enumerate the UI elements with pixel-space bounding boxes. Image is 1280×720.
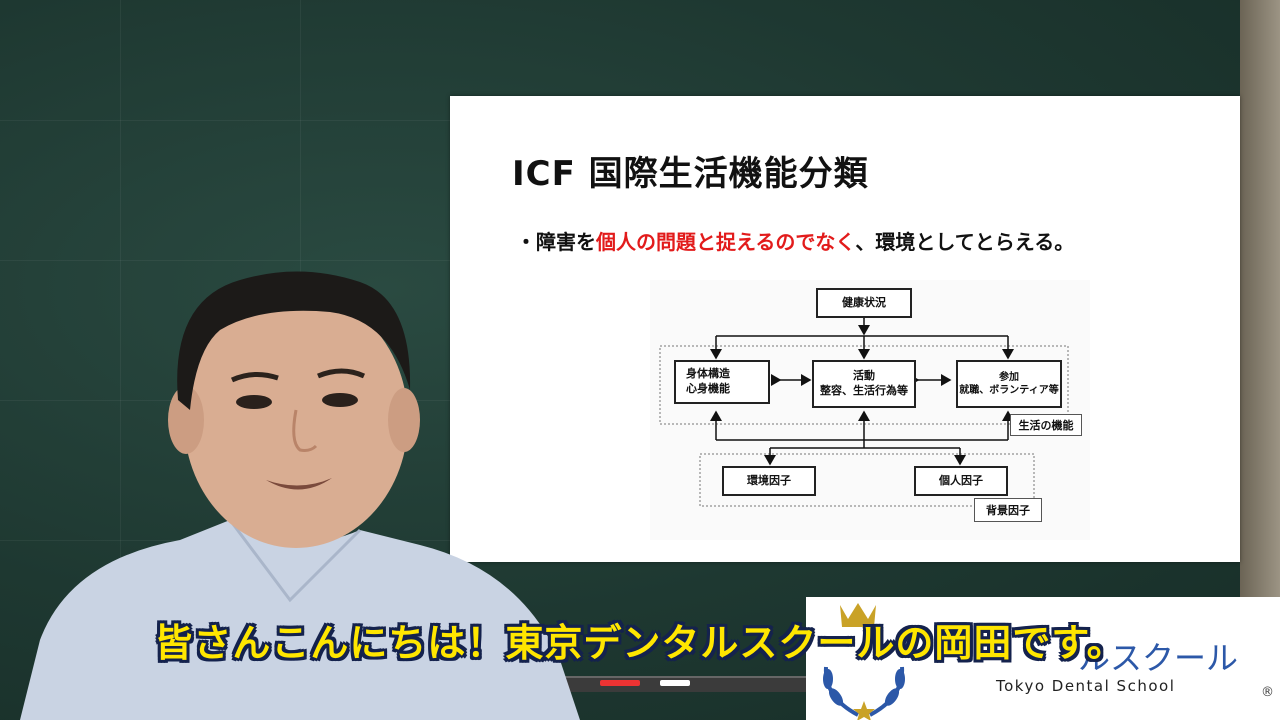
presenter-face <box>184 292 408 548</box>
life-function-text: 生活の機能 <box>1018 419 1074 432</box>
personal-factor-label: 個人因子 <box>939 473 983 487</box>
activity-label-2: 整容、生活行為等 <box>820 384 908 397</box>
participation-label-1: 参加 <box>999 371 1019 383</box>
presenter-eye-left <box>236 395 272 409</box>
slide-title: ICF 国際生活機能分類 <box>512 154 869 194</box>
activity-box: 活動整容、生活行為等 <box>812 360 916 408</box>
participation-label-2: 就職、ボランティア等 <box>959 385 1059 396</box>
bullet-suffix: 、環境としてとらえる。 <box>855 230 1075 254</box>
life-function-label: 生活の機能 <box>1010 414 1082 436</box>
presenter-eye-right <box>322 393 358 407</box>
presenter-mouth <box>266 478 332 490</box>
logo-english-text: Tokyo Dental School <box>996 677 1176 695</box>
background-text: 背景因子 <box>986 504 1030 517</box>
body-label-1: 身体構造 <box>686 367 730 381</box>
icf-diagram: 健康状況 身体構造心身機能 活動整容、生活行為等 参加就職、ボランティア等 生活… <box>650 280 1090 540</box>
personal-factor-box: 個人因子 <box>914 466 1008 496</box>
presenter-ear-left <box>168 386 204 454</box>
presenter-ear-right <box>388 388 420 452</box>
activity-label-1: 活動 <box>853 369 875 383</box>
bullet-prefix: ・障害を <box>516 230 596 254</box>
background-frame <box>699 453 1035 507</box>
school-logo-panel: ルスクール Tokyo Dental School ® <box>806 597 1280 720</box>
background-factor-label: 背景因子 <box>974 498 1042 522</box>
video-subtitle: 皆さんこんにちは！東京デンタルスクールの岡田です。 <box>154 621 1126 665</box>
env-factor-label: 環境因子 <box>747 473 791 487</box>
presenter-hair <box>177 271 411 410</box>
presenter-shirt <box>20 520 580 720</box>
health-label: 健康状況 <box>842 295 886 309</box>
registered-mark: ® <box>1261 685 1274 700</box>
chalk-piece <box>660 680 690 686</box>
lecture-slide: ICF 国際生活機能分類 ・障害を個人の問題と捉えるのでなく、環境としてとらえる… <box>450 96 1240 562</box>
participation-box: 参加就職、ボランティア等 <box>956 360 1062 408</box>
body-label-2: 心身機能 <box>686 382 730 395</box>
laurel-crown-icon <box>823 603 905 720</box>
environment-factor-box: 環境因子 <box>722 466 816 496</box>
chalk-piece <box>600 680 640 686</box>
bullet-highlight: 個人の問題と捉えるのでなく <box>596 230 856 254</box>
slide-bullet: ・障害を個人の問題と捉えるのでなく、環境としてとらえる。 <box>516 226 1074 255</box>
body-function-box: 身体構造心身機能 <box>674 360 770 404</box>
diagram-connectors <box>659 309 1069 507</box>
logo-japanese-text: ルスクール <box>1078 639 1239 677</box>
health-condition-box: 健康状況 <box>816 288 912 318</box>
